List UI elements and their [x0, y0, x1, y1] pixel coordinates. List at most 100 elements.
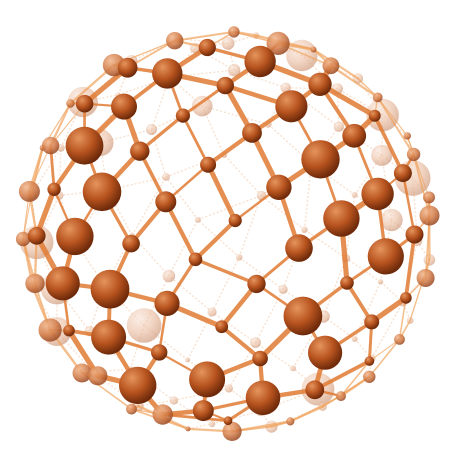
network-node: [91, 270, 130, 309]
network-node: [336, 391, 346, 401]
network-node: [334, 122, 344, 132]
network-node: [369, 110, 381, 122]
network-node: [352, 336, 358, 342]
network-node: [195, 217, 201, 223]
network-node: [151, 344, 167, 360]
network-node: [423, 191, 435, 203]
network-node: [39, 318, 62, 341]
network-node: [305, 380, 324, 399]
network-node: [56, 218, 93, 255]
network-node: [63, 325, 75, 337]
network-node: [83, 173, 122, 212]
network-edge: [196, 221, 236, 260]
network-node: [400, 292, 412, 304]
network-edge: [212, 257, 239, 312]
network-edge: [290, 407, 322, 422]
network-node: [163, 270, 176, 283]
network-node: [126, 404, 137, 415]
network-node: [229, 214, 242, 227]
network-node: [286, 417, 294, 425]
network-node: [208, 308, 217, 317]
network-edge: [406, 235, 415, 298]
network-node: [244, 46, 275, 77]
network-node: [407, 148, 420, 161]
network-node: [242, 123, 262, 143]
network-node: [185, 357, 190, 362]
network-node: [285, 234, 313, 262]
network-node: [352, 192, 358, 198]
network-node: [308, 73, 331, 96]
network-node: [189, 252, 203, 266]
network-node: [209, 421, 216, 428]
network-edge: [239, 196, 261, 258]
network-node: [275, 90, 307, 122]
network-node: [340, 276, 354, 290]
network-node: [301, 140, 339, 178]
network-node: [215, 320, 228, 333]
network-node: [153, 404, 173, 424]
network-node: [247, 275, 265, 293]
network-node: [186, 426, 191, 431]
network-node: [323, 57, 340, 74]
network-node: [25, 274, 44, 293]
network-node: [118, 58, 138, 78]
network-node: [155, 191, 176, 212]
network-node: [224, 416, 233, 425]
network-node: [152, 58, 182, 88]
network-node: [250, 337, 261, 348]
network-node: [361, 178, 393, 210]
network-node: [308, 336, 342, 370]
network-node: [228, 26, 239, 37]
network-node: [252, 351, 268, 367]
network-node: [42, 137, 59, 154]
network-node: [290, 365, 296, 371]
network-edge: [224, 155, 261, 196]
network-node: [225, 384, 233, 392]
network-edge: [183, 116, 208, 165]
network-node: [200, 157, 216, 173]
network-node: [394, 164, 412, 182]
network-node: [91, 320, 126, 355]
network-node: [122, 235, 140, 253]
network-node: [217, 77, 234, 94]
network-node: [364, 314, 379, 329]
network-node: [119, 367, 156, 404]
network-node: [236, 254, 243, 261]
network-node: [47, 183, 60, 196]
network-node: [373, 93, 383, 103]
network-node: [323, 200, 359, 236]
network-node: [311, 47, 317, 53]
network-node: [127, 308, 162, 343]
network-edge: [169, 220, 198, 276]
network-node: [76, 95, 94, 113]
network-node: [301, 227, 307, 233]
network-node: [368, 238, 404, 274]
network-node: [394, 334, 405, 345]
network-node: [284, 297, 323, 336]
network-node: [46, 266, 80, 300]
network-node: [404, 132, 411, 139]
network-node: [199, 39, 216, 56]
network-node: [378, 279, 383, 284]
network-node: [66, 127, 104, 165]
network-node: [170, 396, 178, 404]
network-node: [66, 99, 74, 107]
network-node: [162, 173, 170, 181]
network-edge: [208, 165, 235, 221]
network-node: [28, 227, 46, 245]
network-edge: [256, 289, 284, 342]
network-node: [279, 285, 288, 294]
network-node: [365, 356, 375, 366]
network-node: [266, 175, 291, 200]
network-node: [88, 366, 107, 385]
network-node: [342, 124, 366, 148]
network-node: [363, 371, 375, 383]
network-node: [417, 269, 435, 287]
network-node: [193, 400, 214, 421]
network-edge: [381, 282, 404, 302]
network-node: [189, 361, 225, 397]
network-node: [223, 422, 242, 441]
network-node: [19, 181, 40, 202]
